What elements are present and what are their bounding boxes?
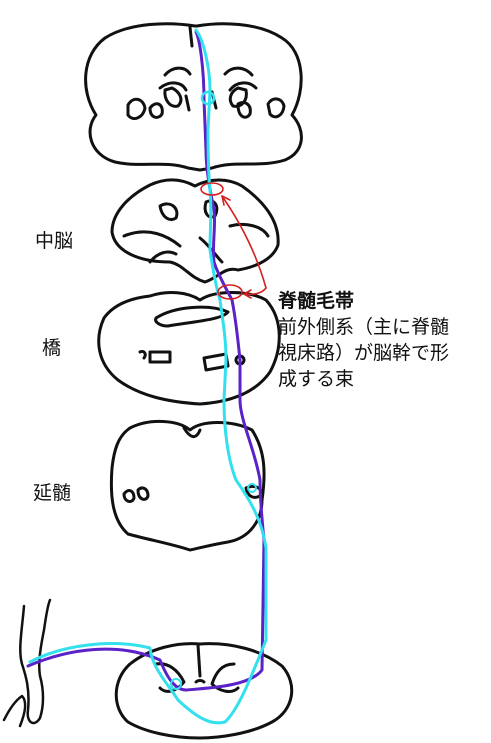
- cerebrum-section: [84, 22, 303, 172]
- tract-node-spinal: [170, 678, 182, 690]
- callout-title: 脊髄毛帯: [278, 290, 355, 312]
- callout-body: 前外側系（主に脊髄 視床路）が脳幹で形 成する束: [278, 314, 490, 392]
- leg-outline: [2, 598, 52, 728]
- callout-line: 成する束: [278, 368, 355, 390]
- tract-node-medulla: [247, 483, 257, 493]
- pons-section: [97, 291, 281, 406]
- callout-line: 視床路）が脳幹で形: [278, 342, 450, 364]
- midbrain-section: [110, 178, 280, 284]
- label-medulla: 延髄: [33, 482, 72, 504]
- tract-node-cerebrum: [200, 90, 216, 106]
- highlight-midbrain: [200, 182, 224, 196]
- arrow-head-pons: [243, 289, 252, 299]
- callout-line: 前外側系（主に脊髄: [278, 316, 450, 338]
- arrow-head-midbrain: [221, 195, 231, 206]
- label-midbrain: 中脳: [35, 230, 74, 252]
- label-pons: 橋: [42, 337, 62, 359]
- arrow-to-pons: [243, 287, 267, 296]
- medulla-section: [109, 419, 266, 552]
- spinal-cord-section: [114, 642, 294, 740]
- arrow-to-midbrain: [221, 195, 267, 289]
- tract-cyan: [28, 28, 268, 725]
- highlight-pons: [217, 284, 243, 300]
